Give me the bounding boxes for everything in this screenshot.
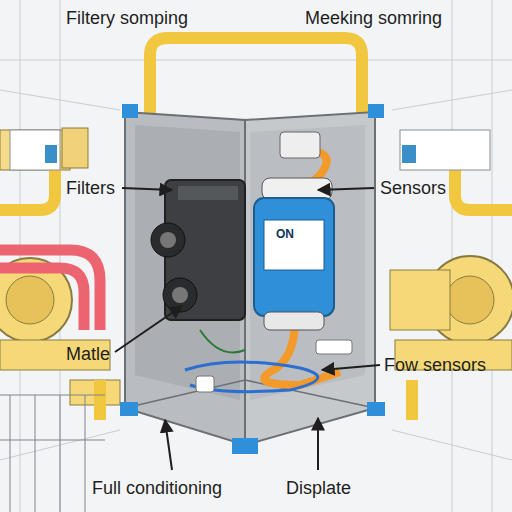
yellow-pipes <box>0 38 512 420</box>
motor-unit <box>151 180 245 353</box>
cabinet <box>120 104 385 454</box>
red-hoses <box>0 250 100 330</box>
title-callout: Filtery somping <box>66 8 188 28</box>
left-pump <box>0 128 120 405</box>
railing <box>0 395 105 512</box>
blue-wire <box>185 362 318 392</box>
part-label: Sensors <box>380 178 446 198</box>
device-marking: ON <box>276 224 294 244</box>
part-label: Filters <box>66 178 115 198</box>
leader-lines <box>115 188 380 470</box>
fitting <box>316 340 352 354</box>
right-pump <box>390 130 512 370</box>
fitting <box>196 376 214 392</box>
part-label: Fow sensors <box>384 355 486 375</box>
part-label: Full conditioning <box>92 478 222 498</box>
part-label: Matle <box>66 344 110 364</box>
left-panel-box <box>10 130 60 170</box>
part-label: Displate <box>286 478 351 498</box>
title-callout: Meeking somring <box>305 8 442 28</box>
sensor-cylinder <box>254 132 334 330</box>
